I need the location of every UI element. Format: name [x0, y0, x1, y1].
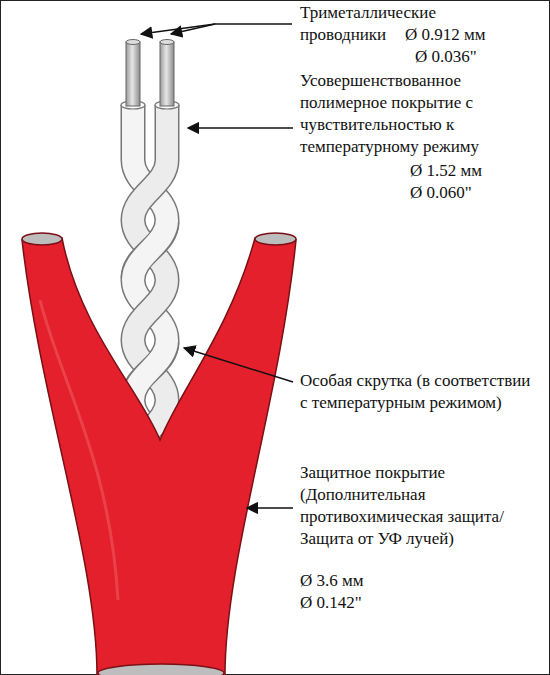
conductors [126, 40, 174, 107]
leader-arrows [141, 24, 293, 508]
dimension: Ø 0.142" [300, 592, 362, 614]
dimension: Ø 3.6 мм [300, 570, 364, 592]
part-label: Особая скрутка (в соответствии с темпера… [300, 370, 540, 414]
protective-jacket [22, 233, 296, 675]
part-label: Защитное покрытие (Дополнительная против… [300, 462, 522, 550]
part-label: Усовершенствованное полимерное покрытие … [300, 70, 515, 158]
dimension: Ø 0.912 мм [405, 24, 486, 46]
dimension: Ø 0.036" [415, 46, 477, 68]
dimension: Ø 0.060" [410, 182, 472, 204]
dimension: Ø 1.52 мм [410, 160, 482, 182]
